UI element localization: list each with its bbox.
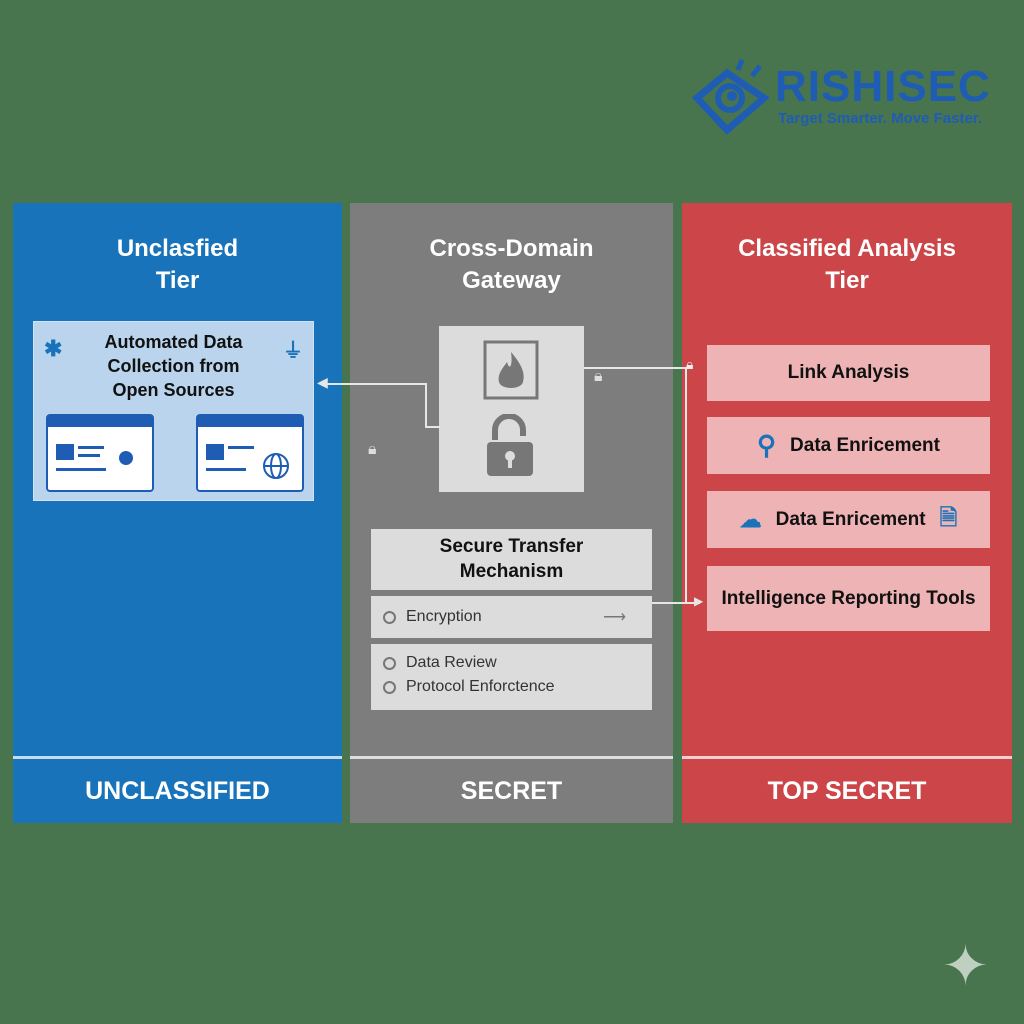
encryption-label: Encryption <box>406 608 482 625</box>
classified-tier-column: Classified Analysis Tier Link Analysis ⚲… <box>682 203 1012 823</box>
reporting-tools-box: Intelligence Reporting Tools <box>707 566 990 631</box>
column-title: Cross-Domain Gateway <box>429 235 594 294</box>
document-icon: 🗎︎ <box>939 504 958 530</box>
reporting-tools-label: Intelligence Reporting Tools <box>721 587 976 609</box>
brain-icon: ☁ <box>739 506 762 532</box>
lock-icon: 🔒︎ <box>594 368 603 385</box>
spider-icon: ✱ <box>44 336 63 361</box>
bullet-icon <box>383 680 396 694</box>
sparkle-icon: ✦ <box>942 934 989 997</box>
logo-tagline: Target Smarter. Move Faster. <box>778 110 982 127</box>
encryption-item: Encryption ⟶ <box>371 596 652 638</box>
link-analysis-label: Link Analysis <box>787 362 910 383</box>
connector-line <box>584 367 686 369</box>
data-enrichment-box-2: ☁ Data Enricement 🗎︎ <box>707 491 990 548</box>
gateway-column: Cross-Domain Gateway 🔒︎ 🔒︎ Secure Transf… <box>350 203 673 823</box>
data-collection-box: Automated Data Collection from Open Sour… <box>33 321 314 501</box>
connector-line <box>425 383 427 427</box>
firewall-box <box>439 326 584 492</box>
data-review-item: Data Review <box>383 654 640 672</box>
antenna-icon: ⏚ <box>283 340 303 362</box>
lock-icon: 🔒︎ <box>686 356 694 372</box>
connector-line <box>325 383 427 385</box>
data-enrichment-label: Data Enricement <box>775 508 926 530</box>
bullet-icon <box>383 610 396 624</box>
arrow-right-icon: ▶ <box>694 594 704 608</box>
arrow-left-icon: ◀ <box>317 374 328 390</box>
classification-label: SECRET <box>350 756 673 823</box>
protocol-item: Protocol Enforctence <box>383 678 640 696</box>
protocol-label: Protocol Enforctence <box>406 678 555 695</box>
logo-name: RISHISEC <box>775 62 991 111</box>
unlock-icon <box>487 414 533 476</box>
review-box: Data Review Protocol Enforctence <box>371 644 652 710</box>
browser-globe-icon <box>196 414 304 492</box>
data-review-label: Data Review <box>406 654 497 671</box>
classification-label: UNCLASSIFIED <box>13 756 342 823</box>
classification-label: TOP SECRET <box>682 756 1012 823</box>
unclassified-tier-column: Unclasfied Tier Automated Data Collectio… <box>13 203 342 823</box>
connector-line <box>425 426 440 428</box>
arrow-right-icon: ⟶ <box>603 609 626 626</box>
firewall-icon <box>483 340 539 400</box>
column-title: Classified Analysis Tier <box>738 235 956 294</box>
secure-transfer-title: Secure Transfer Mechanism <box>371 529 652 590</box>
data-enrichment-label: Data Enricement <box>790 434 940 456</box>
connector-line <box>652 602 700 604</box>
bullet-icon <box>383 656 396 670</box>
collection-label: Automated Data Collection from Open Sour… <box>104 332 243 400</box>
data-enrichment-box: ⚲ Data Enricement <box>707 417 990 474</box>
rishisec-eye-logo-icon <box>692 59 770 135</box>
link-analysis-box: Link Analysis <box>707 345 990 401</box>
browser-spider-icon <box>46 414 154 492</box>
connector-line <box>685 367 687 603</box>
lock-icon: 🔒︎ <box>368 441 377 458</box>
search-icon: ⚲ <box>757 430 777 460</box>
column-title: Unclasfied Tier <box>116 235 239 294</box>
